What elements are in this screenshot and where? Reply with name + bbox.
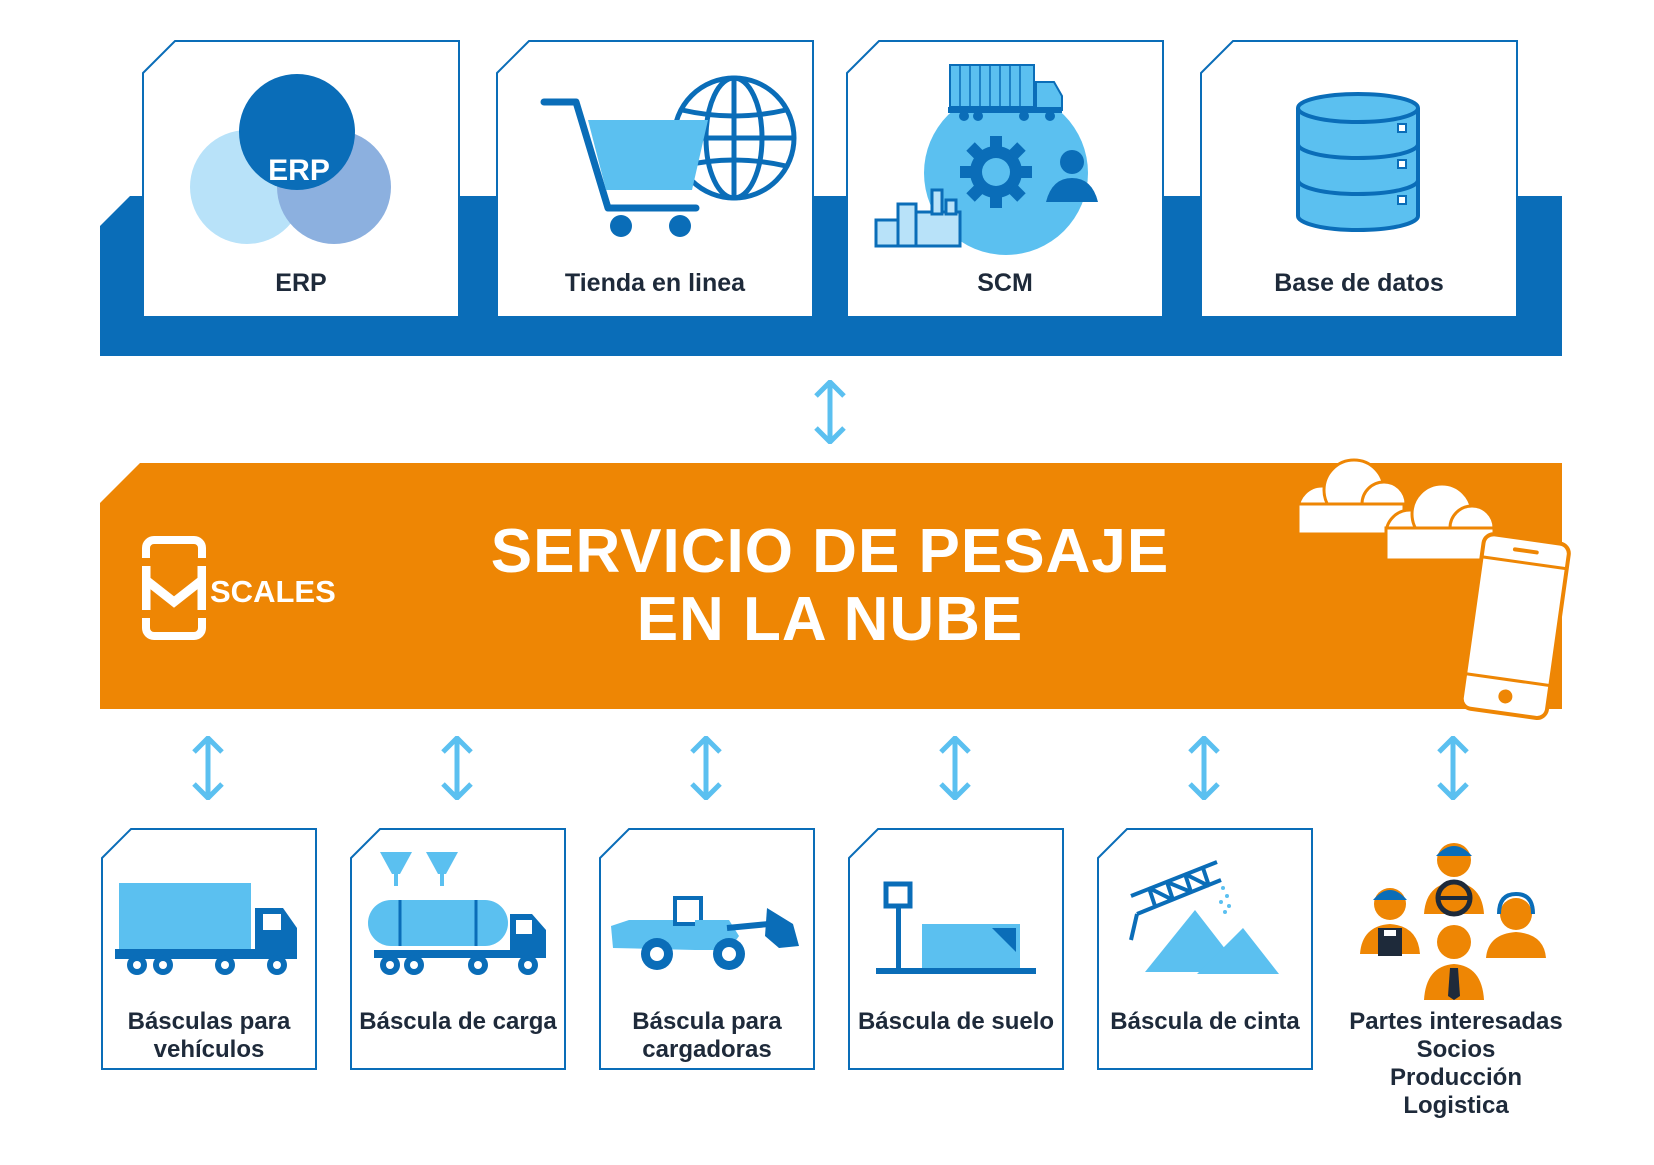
truck-icon [115,883,297,975]
stakeholders-line-2: Socios [1416,1036,1496,1063]
load-scale-label: Báscula de carga [350,1008,566,1036]
people-group-icon [1360,843,1546,1000]
loader-scale-label-line2: cargadoras [642,1036,772,1063]
connector-arrow-belt [1188,736,1220,800]
scm-label: SCM [977,269,1033,297]
floor-scale-icon [876,881,1036,974]
conveyor-belt-icon [1129,860,1279,974]
stakeholders-line-3: Producción [1389,1064,1522,1091]
cloud-service-title: SERVICIO DE PESAJE EN LA NUBE [330,518,1330,654]
database-card: Base de datos [1200,40,1518,318]
m-scales-logo-text: SCALES [210,574,336,609]
loader-scale-label-line1: Báscula para [632,1008,782,1035]
vehicle-scale-card: Básculas para vehículos [101,828,317,1070]
wheel-loader-icon [611,896,799,970]
belt-scale-label: Báscula de cinta [1097,1008,1313,1036]
stakeholders-line-1: Partes interesadas [1349,1008,1563,1035]
load-scale-label-line1: Báscula de carga [359,1008,557,1035]
load-scale-card-border [350,828,566,1070]
online-store-label: Tienda en linea [564,269,746,297]
m-scales-logo-icon [142,536,206,640]
connector-arrow-loader [690,736,722,800]
tanker-truck-icon [368,852,546,975]
connector-arrow-floor [939,736,971,800]
database-label: Base de datos [1274,269,1444,297]
scm-card: SCM [846,40,1164,318]
floor-scale-label-line1: Báscula de suelo [857,1008,1055,1035]
vehicle-scale-label-line2: vehículos [153,1036,265,1063]
online-store-card: Tienda en linea [496,40,814,318]
floor-scale-card: Báscula de suelo [848,828,1064,1070]
smartphone-icon [1459,532,1571,720]
vehicle-scale-label: Básculas para vehículos [101,1008,317,1064]
connector-arrow-load [441,736,473,800]
floor-scale-label: Báscula de suelo [848,1008,1064,1036]
connector-arrow-top [814,380,846,444]
erp-label: ERP [275,269,327,297]
cloud-service-title-line1: SERVICIO DE PESAJE [490,517,1170,586]
loader-scale-label: Báscula para cargadoras [599,1008,815,1064]
loader-scale-card: Báscula para cargadoras [599,828,815,1070]
vehicle-scale-label-line1: Básculas para [127,1008,291,1035]
belt-scale-label-line1: Báscula de cinta [1110,1008,1300,1035]
stakeholders-label: Partes interesadas Socios Producción Log… [1336,1008,1576,1120]
erp-icon-text: ERP [268,154,330,187]
erp-card: ERP ERP [142,40,460,318]
belt-scale-card: Báscula de cinta [1097,828,1313,1070]
cloud-service-title-line2: EN LA NUBE [636,585,1024,654]
stakeholders-line-4: Logistica [1403,1092,1509,1119]
connector-arrow-vehicle [192,736,224,800]
connector-arrow-stakeholders [1437,736,1469,800]
load-scale-card: Báscula de carga [350,828,566,1070]
